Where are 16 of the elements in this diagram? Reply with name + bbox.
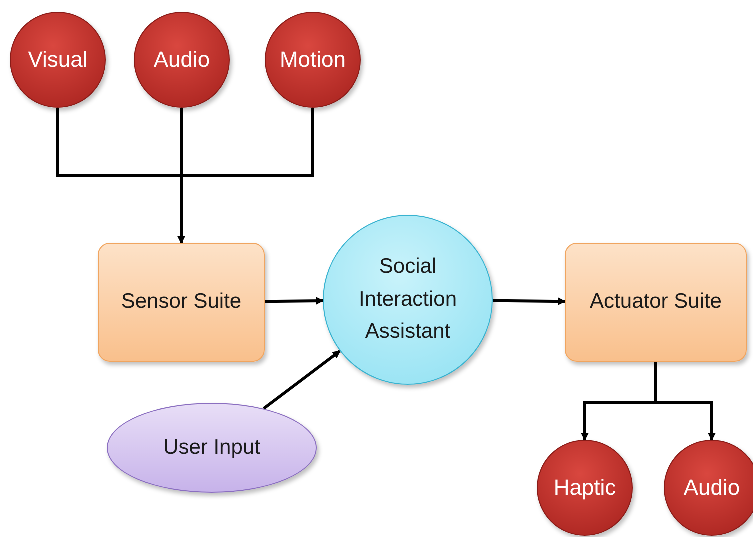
node-label: Audio — [684, 474, 740, 502]
arrow — [492, 298, 566, 306]
node-label: Audio — [154, 46, 210, 74]
node-label: Haptic — [554, 474, 616, 502]
node-label: Sensor Suite — [121, 289, 242, 316]
process-box — [565, 243, 747, 362]
node-label: Social Interaction Assistant — [358, 254, 458, 346]
node-label: Motion — [280, 46, 346, 74]
node-label: User Input — [164, 434, 260, 461]
process-box — [98, 243, 265, 362]
arrow — [178, 108, 314, 244]
arrow — [654, 362, 716, 441]
node-label: Visual — [28, 46, 88, 74]
arrow — [264, 297, 324, 306]
arrow — [262, 350, 342, 410]
node-label: Actuator Suite — [590, 289, 722, 316]
